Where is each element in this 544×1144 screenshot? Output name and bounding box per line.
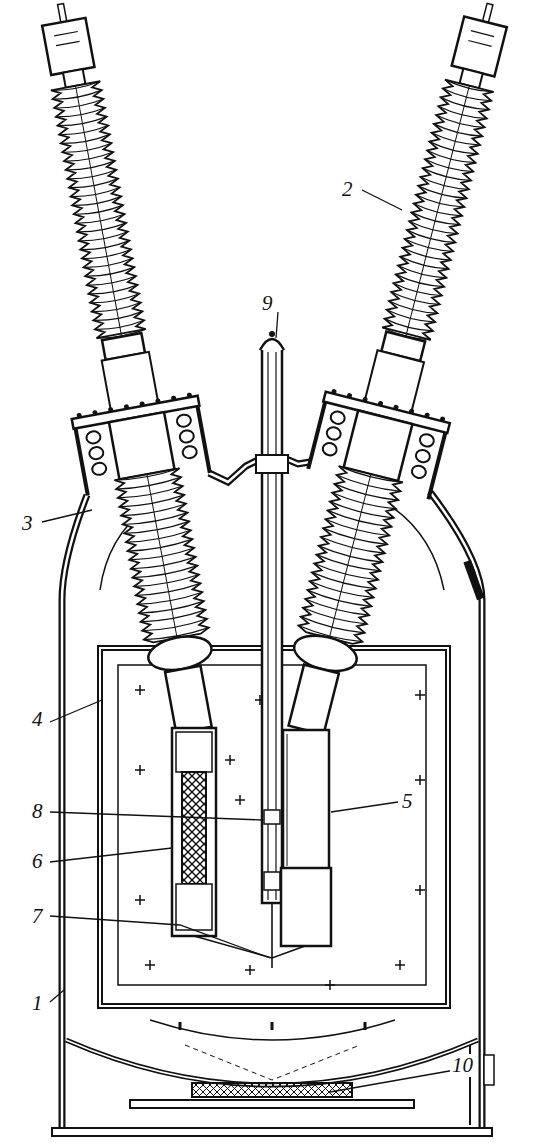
spring-ring bbox=[91, 462, 107, 476]
callout-number: 1 bbox=[30, 992, 45, 1015]
frame-mark bbox=[235, 795, 245, 805]
bolt bbox=[393, 404, 399, 410]
insulator-sheds bbox=[297, 466, 402, 646]
bolt bbox=[440, 416, 446, 422]
callout-number: 3 bbox=[20, 512, 35, 535]
spring-ring bbox=[321, 442, 338, 457]
bushing bbox=[0, 0, 257, 742]
bushing-part bbox=[165, 666, 212, 733]
callout-number: 4 bbox=[30, 708, 45, 731]
bolt bbox=[92, 410, 98, 416]
callout-number: 7 bbox=[30, 905, 45, 928]
callout-number: 5 bbox=[400, 790, 415, 813]
spring-ring bbox=[325, 426, 342, 441]
bushing-part bbox=[452, 16, 507, 76]
spring-ring bbox=[85, 430, 101, 444]
frame-mark bbox=[415, 885, 425, 895]
bolt bbox=[408, 408, 414, 414]
bolt bbox=[171, 395, 177, 401]
bushing-axis bbox=[76, 86, 122, 337]
frame-mark bbox=[395, 960, 405, 970]
frame-mark bbox=[225, 755, 235, 765]
bolt bbox=[155, 398, 161, 404]
frame-mark bbox=[415, 690, 425, 700]
terminal-detail bbox=[468, 31, 494, 47]
spring-ring bbox=[415, 448, 432, 463]
bushing-part bbox=[109, 412, 175, 479]
bolt bbox=[124, 404, 130, 410]
bottom-dish bbox=[66, 1020, 478, 1125]
spring-ring bbox=[88, 446, 104, 460]
callout-number: 8 bbox=[30, 800, 45, 823]
bolt bbox=[346, 393, 352, 399]
terminal-detail bbox=[54, 31, 79, 45]
bushing-part bbox=[289, 665, 339, 735]
bolt bbox=[186, 392, 192, 398]
bushing-axis bbox=[147, 474, 178, 641]
bushing bbox=[244, 0, 544, 746]
bolt bbox=[331, 389, 337, 395]
frame-mark bbox=[135, 895, 145, 905]
bushing-axis bbox=[328, 474, 370, 641]
frame-mark bbox=[145, 960, 155, 970]
callout-number: 2 bbox=[340, 178, 355, 201]
coil-cylinder bbox=[172, 728, 216, 936]
bolt bbox=[76, 413, 82, 419]
callout-number: 9 bbox=[260, 292, 275, 315]
cylinder bbox=[281, 730, 331, 946]
spring-ring bbox=[179, 429, 195, 443]
leads bbox=[194, 903, 305, 968]
spring-ring bbox=[329, 410, 346, 425]
frame-mark bbox=[415, 775, 425, 785]
spring-ring bbox=[411, 464, 428, 479]
callout-number: 10 bbox=[450, 1054, 475, 1077]
spring-ring bbox=[182, 445, 198, 459]
bolt bbox=[377, 400, 383, 406]
bolt bbox=[139, 401, 145, 407]
frame-mark bbox=[245, 965, 255, 975]
insulator-sheds bbox=[51, 81, 146, 338]
bushing-part bbox=[42, 18, 94, 75]
insulator-sheds bbox=[382, 80, 493, 340]
callout-number: 6 bbox=[30, 850, 45, 873]
frame-mark bbox=[325, 980, 335, 990]
bushing-axis bbox=[406, 86, 470, 337]
insulator-sheds bbox=[115, 468, 210, 644]
leader-lines bbox=[42, 190, 455, 1092]
spring-ring bbox=[419, 433, 436, 448]
bolt bbox=[362, 396, 368, 402]
frame-mark bbox=[135, 685, 145, 695]
bolt bbox=[108, 407, 114, 413]
bolt bbox=[424, 412, 430, 418]
spring-ring bbox=[176, 414, 192, 428]
frame-mark bbox=[135, 765, 145, 775]
